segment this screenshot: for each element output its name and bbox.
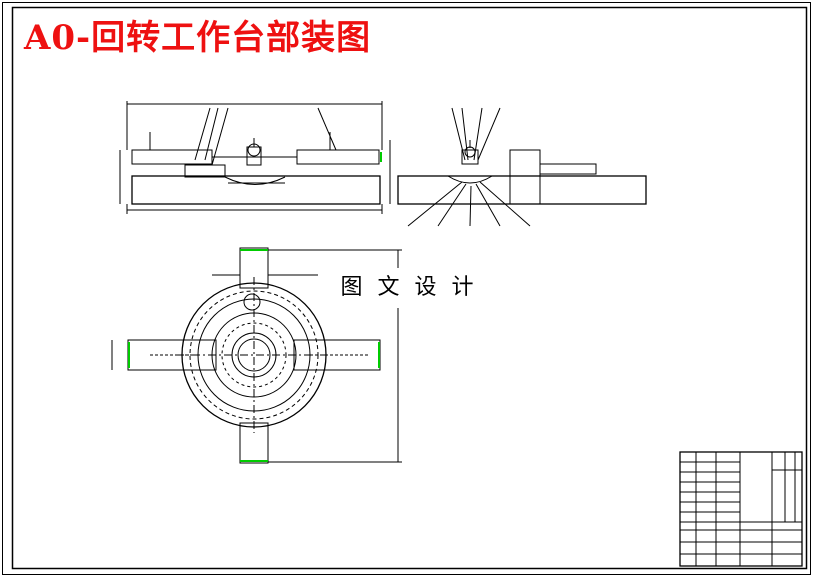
inner-border [11, 6, 808, 570]
watermark-text: 图 文 设 计 [334, 268, 484, 308]
page-title: A0-回转工作台部装图 [24, 18, 372, 58]
front-view [119, 101, 383, 214]
title-block [679, 451, 803, 567]
side-view [389, 107, 647, 227]
